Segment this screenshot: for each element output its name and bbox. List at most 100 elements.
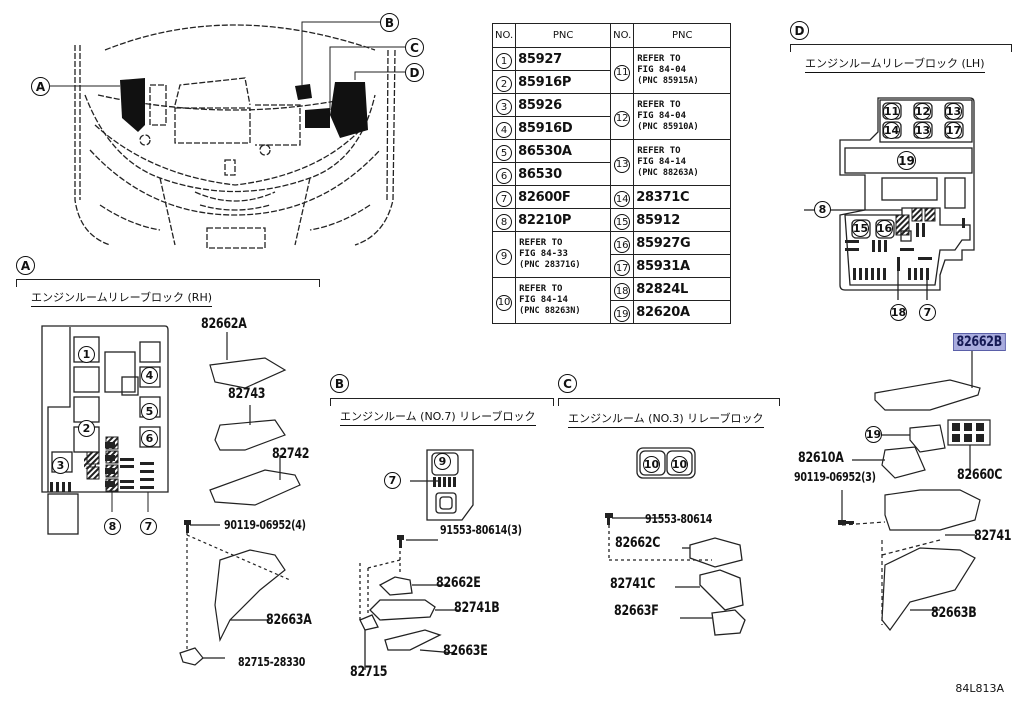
pnc-value[interactable]: 28371C	[633, 185, 732, 209]
section-c-label: C	[558, 374, 577, 393]
part-91553-80614-3[interactable]: 91553-80614(3)	[440, 523, 522, 537]
item-number: 17	[614, 260, 631, 277]
part-82660c[interactable]: 82660C	[957, 467, 1003, 483]
part-90119-06952-4[interactable]: 90119-06952(4)	[224, 518, 306, 532]
part-82715-28330[interactable]: 82715-28330	[238, 655, 306, 669]
part-82743[interactable]: 82743	[228, 386, 266, 402]
part-82662b-highlighted[interactable]: 82662B	[953, 333, 1006, 351]
pnc-value[interactable]: 86530A	[515, 139, 612, 163]
item-number: 4	[496, 122, 513, 139]
part-82663b[interactable]: 82663B	[931, 605, 977, 621]
pnc-value[interactable]: 86530	[515, 162, 612, 186]
section-a-label: A	[16, 256, 35, 275]
block-item-4: 4	[141, 367, 158, 384]
relay-block-c-silhouette	[305, 108, 330, 128]
part-82741c[interactable]: 82741C	[610, 576, 656, 592]
part-82741b[interactable]: 82741B	[454, 600, 500, 616]
block-item-6: 6	[141, 430, 158, 447]
part-82663a[interactable]: 82663A	[266, 612, 312, 628]
block-item-19: 19	[897, 151, 916, 170]
section-d-parts-illustration	[838, 350, 991, 631]
item-number: 8	[496, 214, 513, 231]
block-item-8: 8	[814, 201, 831, 218]
part-82741[interactable]: 82741	[974, 528, 1012, 544]
part-90119-06952-3[interactable]: 90119-06952(3)	[794, 470, 876, 484]
table-row: 19 82620A	[493, 300, 732, 324]
part-82663f[interactable]: 82663F	[614, 603, 659, 619]
block-item-10: 10	[671, 456, 688, 473]
pnc-value[interactable]: 82600F	[515, 185, 612, 209]
callout-c: C	[405, 38, 424, 57]
header-pnc: PNC	[515, 23, 612, 48]
block-item-15: 15	[852, 220, 869, 237]
block-item-2: 2	[78, 420, 95, 437]
table-row: 17 85931A	[493, 254, 732, 278]
block-item-9: 9	[434, 453, 451, 470]
item-number: 10	[496, 294, 513, 311]
block-item-7: 7	[384, 472, 401, 489]
relay-block-d-silhouette	[330, 82, 368, 138]
block-item-13: 13	[914, 122, 931, 139]
part-82662e[interactable]: 82662E	[436, 575, 481, 591]
part-82610a[interactable]: 82610A	[798, 450, 844, 466]
item-number: 18	[614, 283, 631, 300]
part-82663e[interactable]: 82663E	[443, 643, 488, 659]
pnc-value[interactable]: 85927G	[633, 231, 732, 255]
pnc-value[interactable]: 82620A	[633, 300, 732, 324]
block-item-13: 13	[945, 103, 962, 120]
section-d-label: D	[790, 21, 809, 40]
block-item-7: 7	[919, 304, 936, 321]
item-number: 3	[496, 99, 513, 116]
header-no: NO.	[610, 23, 635, 48]
pnc-value[interactable]: 85912	[633, 208, 732, 232]
part-82715[interactable]: 82715	[350, 664, 388, 680]
callout-d: D	[405, 63, 424, 82]
pnc-value[interactable]: 82210P	[515, 208, 612, 232]
callout-b: B	[380, 13, 399, 32]
pnc-value[interactable]: 82824L	[633, 277, 732, 301]
item-number: 12	[614, 110, 631, 127]
relay-block-no3-diagram	[605, 447, 746, 636]
section-a-parts-illustration	[179, 332, 301, 666]
part-82662c[interactable]: 82662C	[615, 535, 661, 551]
pnc-value[interactable]: 85916D	[515, 116, 612, 140]
table-row: 8 82210P 15 85912	[491, 208, 732, 232]
item-number: 14	[614, 191, 631, 208]
item-number: 13	[614, 156, 631, 173]
block-item-17: 17	[945, 122, 962, 139]
part-91553-80614[interactable]: 91553-80614	[645, 512, 713, 526]
item-number: 7	[496, 191, 513, 208]
section-c-title: エンジンルーム (NO.3) リレーブロック	[568, 410, 764, 428]
block-item-18: 18	[890, 304, 907, 321]
pnc-value[interactable]: 85926	[515, 93, 612, 117]
item-number: 2	[496, 76, 513, 93]
item-number: 15	[614, 214, 631, 231]
table-row: 7 82600F 14 28371C	[491, 185, 732, 209]
item-number: 5	[496, 145, 513, 162]
block-item-7: 7	[140, 518, 157, 535]
header-pnc: PNC	[633, 23, 732, 48]
section-c-bracket	[558, 398, 780, 406]
section-d-title: エンジンルームリレーブロック (LH)	[805, 55, 985, 73]
section-d-bracket	[790, 44, 1012, 52]
section-b-title: エンジンルーム (NO.7) リレーブロック	[340, 408, 536, 426]
figure-code: 84L813A	[955, 682, 1004, 695]
block-item-19: 19	[865, 426, 882, 443]
block-item-1: 1	[78, 346, 95, 363]
section-b-bracket	[330, 398, 554, 406]
pnc-value[interactable]: 85931A	[633, 254, 732, 278]
relay-block-rh-diagram	[41, 325, 169, 535]
part-82662a[interactable]: 82662A	[201, 316, 247, 332]
pnc-value[interactable]: 85916P	[515, 70, 612, 94]
pnc-value[interactable]: 85927	[515, 47, 612, 71]
part-82742[interactable]: 82742	[272, 446, 310, 462]
